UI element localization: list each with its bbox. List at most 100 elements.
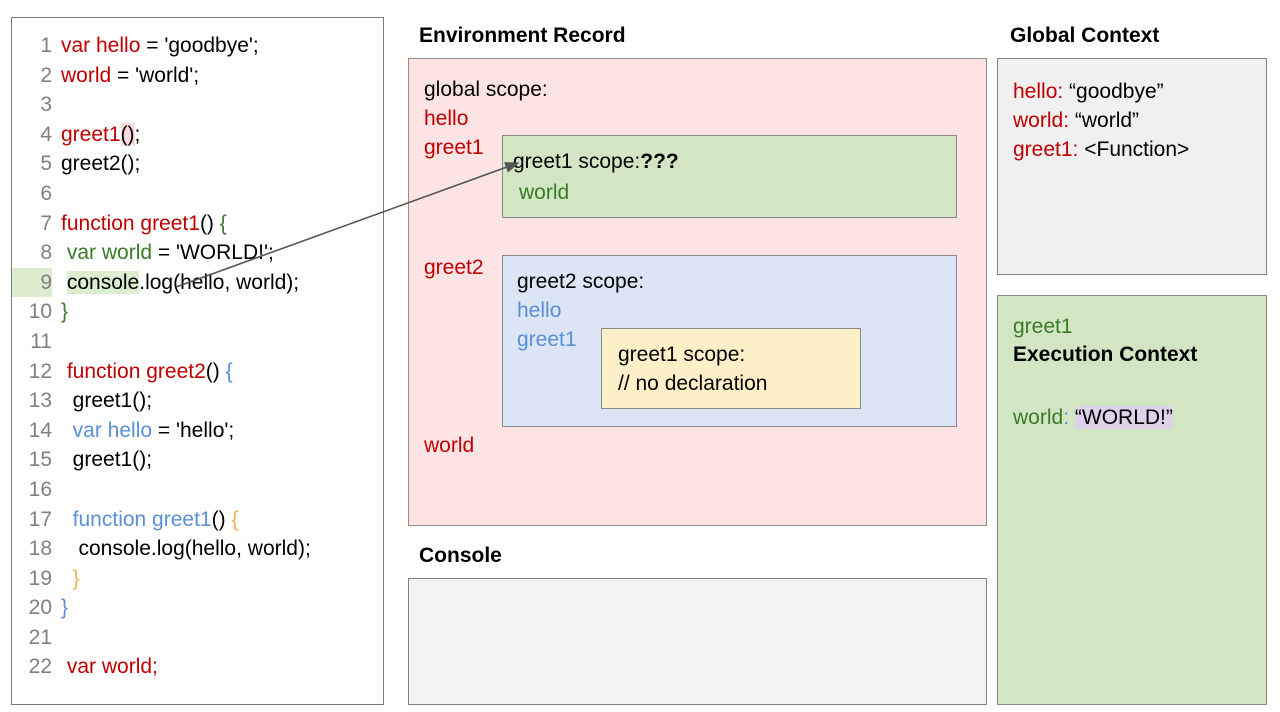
code-line-content: function greet2() { <box>52 357 233 387</box>
line-number: 22 <box>28 655 52 679</box>
code-line[interactable]: 4 greet1(); <box>12 120 383 150</box>
line-number: 5 <box>40 152 52 176</box>
code-token: console.log(hello, world); <box>61 537 311 561</box>
code-token <box>61 508 73 531</box>
code-line-content: } <box>52 593 68 623</box>
env-global-var-greet2: greet2 <box>424 256 484 279</box>
greet1-scope-box: greet1 scope:??? world <box>502 135 957 218</box>
code-line[interactable]: 11 <box>12 327 383 357</box>
line-number: 11 <box>30 329 52 353</box>
code-token: greet2(); <box>61 152 141 176</box>
execution-context-value: “WORLD!” <box>1074 406 1173 429</box>
code-token: ; <box>134 122 141 146</box>
greet2-scope-var-hello: hello <box>517 299 562 322</box>
code-line[interactable]: 3 <box>12 90 383 120</box>
global-context-key: hello <box>1013 80 1058 103</box>
line-number: 1 <box>40 34 52 57</box>
code-token <box>61 419 73 442</box>
line-number: 20 <box>28 596 52 620</box>
code-token: greet1 <box>61 122 121 146</box>
code-line[interactable]: 10} <box>12 297 383 327</box>
execution-context-function-name: greet1 <box>1013 315 1073 338</box>
line-number: 16 <box>28 477 52 501</box>
code-line-content: var hello = 'goodbye'; <box>52 31 259 61</box>
code-line-content: } <box>52 297 68 327</box>
global-context-colon: : <box>1057 80 1064 103</box>
code-token: { <box>219 211 227 235</box>
greet1-scope-unknown-marker: ??? <box>640 150 679 173</box>
code-token: world <box>61 63 112 87</box>
greet1-scope-var-world: world <box>519 181 570 204</box>
code-line[interactable]: 9 console.log(hello, world); <box>12 267 383 298</box>
code-token: var world; <box>66 655 158 679</box>
code-token: () <box>211 507 232 531</box>
code-line[interactable]: 14 var hello = 'hello'; <box>12 416 383 446</box>
code-line[interactable]: 19 } <box>12 564 383 594</box>
global-context-colon: : <box>1072 138 1079 161</box>
code-line[interactable]: 22 var world; <box>12 652 383 682</box>
greet2-scope-var-greet1: greet1 <box>517 328 577 351</box>
line-number: 7 <box>40 211 52 235</box>
line-number: 15 <box>28 448 52 472</box>
code-token: } <box>72 566 80 590</box>
code-line[interactable]: 18 console.log(hello, world); <box>12 534 383 564</box>
code-line-content: function greet1() { <box>52 209 227 239</box>
code-line[interactable]: 5 greet2(); <box>12 149 383 179</box>
code-token: { <box>231 507 239 531</box>
global-context-value: “goodbye” <box>1063 80 1164 103</box>
code-token: var hello <box>72 418 153 442</box>
environment-record-panel: global scope: hello greet1 greet2 world … <box>408 58 987 526</box>
global-context-row: hello: “goodbye” <box>1013 80 1164 104</box>
code-line[interactable]: 6 <box>12 179 383 209</box>
line-number: 3 <box>40 93 52 117</box>
line-number: 8 <box>40 241 52 265</box>
code-line-content: greet1(); <box>52 386 152 416</box>
inner-greet1-scope-note: // no declaration <box>618 372 768 395</box>
code-token: .log(hello, world); <box>139 270 300 294</box>
global-context-title: Global Context <box>1010 24 1160 47</box>
code-line[interactable]: 21 <box>12 623 383 653</box>
code-line[interactable]: 20} <box>12 593 383 623</box>
line-number: 4 <box>40 122 52 146</box>
global-context-colon: : <box>1063 109 1070 132</box>
greet1-scope-header: greet1 scope:??? <box>513 150 679 174</box>
code-token: () <box>205 359 226 383</box>
line-number: 9 <box>12 267 52 298</box>
global-context-row: world: “world” <box>1013 109 1139 133</box>
code-line[interactable]: 12 function greet2() { <box>12 357 383 387</box>
global-context-key: world <box>1013 109 1064 132</box>
code-line[interactable]: 13 greet1(); <box>12 386 383 416</box>
code-line[interactable]: 16 <box>12 475 383 505</box>
execution-context-row: world: “WORLD!” <box>1013 406 1173 430</box>
line-number: 21 <box>28 625 52 649</box>
line-number: 17 <box>28 507 52 531</box>
code-line[interactable]: 15 greet1(); <box>12 445 383 475</box>
code-line-content: console.log(hello, world); <box>52 268 299 298</box>
environment-record-title: Environment Record <box>419 24 626 47</box>
env-global-var-world: world <box>424 434 475 457</box>
env-global-var-hello: hello <box>424 107 469 130</box>
greet1-scope-header-label: greet1 scope: <box>513 150 641 173</box>
line-number: 13 <box>28 389 52 413</box>
code-line[interactable]: 8 var world = 'WORLD!'; <box>12 238 383 268</box>
line-number: 10 <box>28 300 52 324</box>
console-title: Console <box>419 544 502 567</box>
code-line-content: greet2(); <box>52 149 140 179</box>
execution-context-colon: : <box>1063 406 1070 429</box>
code-token: () <box>120 122 135 146</box>
code-line-content: console.log(hello, world); <box>52 534 311 564</box>
code-line[interactable]: 17 function greet1() { <box>12 505 383 535</box>
env-global-var-greet1: greet1 <box>424 136 484 159</box>
console-panel[interactable] <box>408 578 987 705</box>
greet2-scope-header: greet2 scope: <box>517 270 645 293</box>
code-line-content: var hello = 'hello'; <box>52 416 235 446</box>
inner-greet1-scope-box: greet1 scope: // no declaration <box>601 328 861 409</box>
global-scope-label: global scope: <box>424 78 548 101</box>
code-token: } <box>61 300 69 324</box>
code-token: function greet1 <box>61 211 200 235</box>
